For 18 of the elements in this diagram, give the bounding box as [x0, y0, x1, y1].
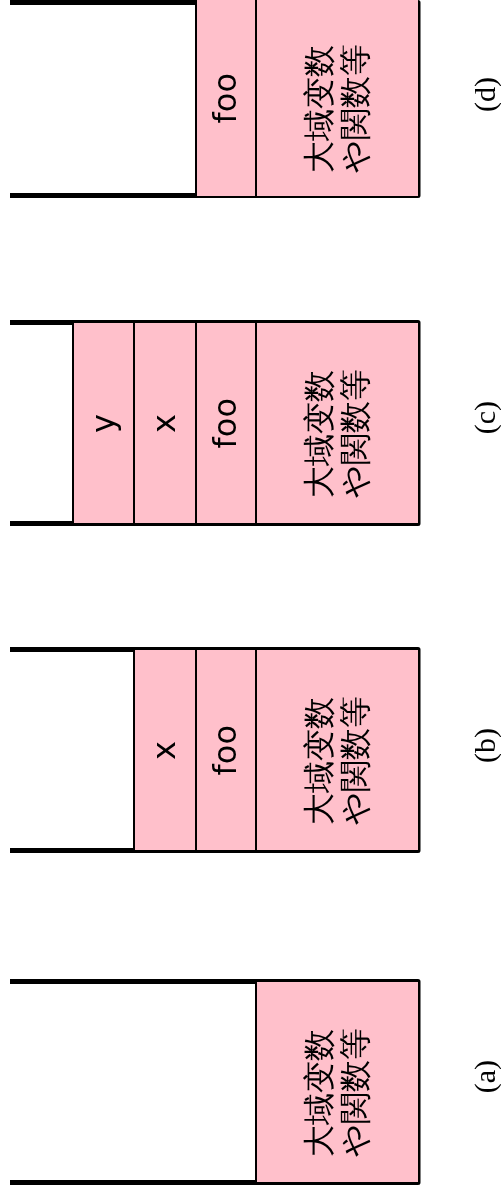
stack-cell: 大域变数や関数等	[255, 650, 418, 850]
node-label: (b)	[468, 728, 501, 763]
stack-cell: x	[133, 650, 195, 850]
stack-cell: foo	[195, 323, 255, 523]
node-label: (c)	[468, 401, 501, 435]
stack-cell: y	[72, 323, 133, 523]
node-label: (a)	[468, 1060, 501, 1094]
node-label: (d)	[468, 77, 501, 112]
stack-cell: 大域变数や関数等	[255, 0, 418, 196]
stack-cell: foo	[195, 0, 255, 196]
stack-frame	[10, 320, 418, 526]
stack-cell: 大域变数や関数等	[255, 982, 418, 1182]
stack-frame	[10, 0, 418, 198]
stack-cell: x	[133, 323, 195, 523]
stack-cell: 大域变数や関数等	[255, 323, 418, 523]
stack-frame	[10, 647, 418, 853]
stack-frame	[10, 979, 418, 1185]
stack-cell: foo	[195, 650, 255, 850]
